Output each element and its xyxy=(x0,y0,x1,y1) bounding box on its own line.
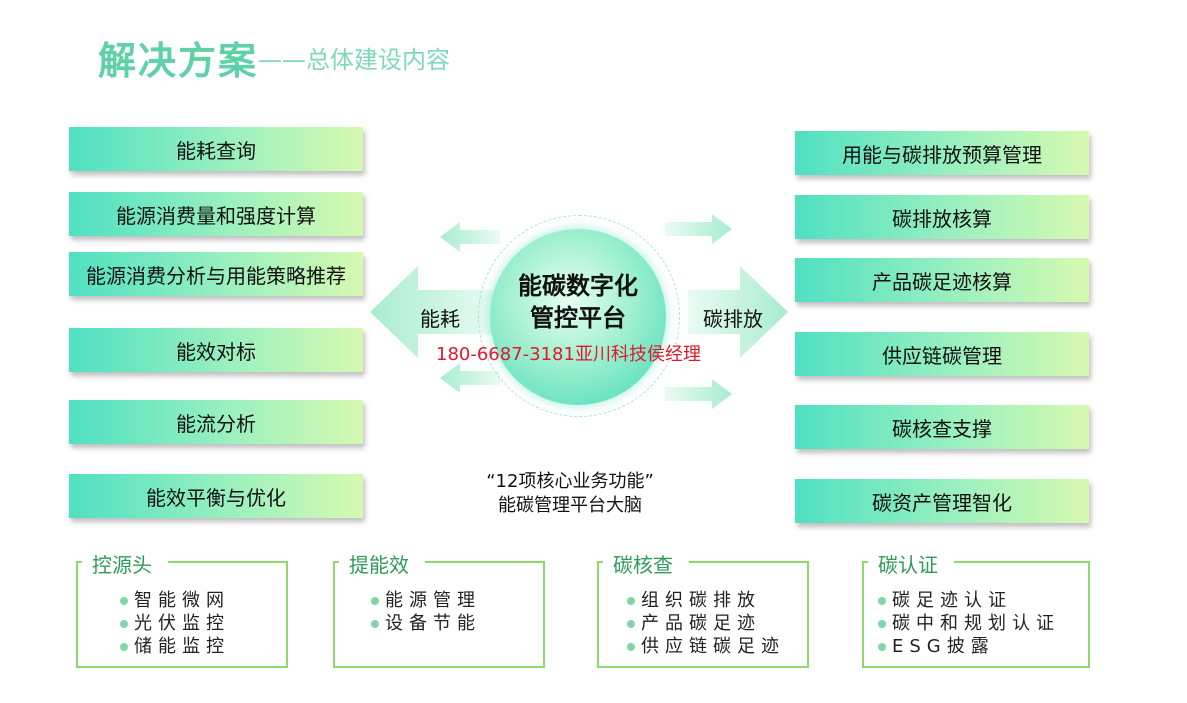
group-verification: 碳核查 组织碳排放 产品碳足迹 供应链碳足迹 xyxy=(597,549,809,668)
bullet-icon xyxy=(878,620,886,628)
center-ring xyxy=(478,215,680,417)
group-source-title: 控源头 xyxy=(86,549,158,578)
big-left-arrow xyxy=(370,266,498,358)
left-item-0: 能耗查询 xyxy=(69,127,363,171)
page-subtitle: ——总体建设内容 xyxy=(258,46,450,74)
group-certification: 碳认证 碳足迹认证 碳中和规划认证 ESG披露 xyxy=(862,549,1090,668)
list-item: 智能微网 xyxy=(120,589,230,612)
list-item: 设备节能 xyxy=(371,612,481,635)
center-title-line1: 能碳数字化 xyxy=(518,272,638,300)
group-efficiency-title: 提能效 xyxy=(343,549,415,578)
bullet-icon xyxy=(878,597,886,605)
bullet-icon xyxy=(120,620,128,628)
right-item-5: 碳资产管理智化 xyxy=(795,479,1089,523)
left-item-1: 能源消费量和强度计算 xyxy=(69,192,363,236)
carbon-label: 碳排放 xyxy=(703,307,763,331)
energy-label: 能耗 xyxy=(420,307,460,331)
small-arrow-top-left xyxy=(440,222,500,252)
bullet-icon xyxy=(627,597,635,605)
left-item-4: 能流分析 xyxy=(69,400,363,444)
list-item: 碳足迹认证 xyxy=(878,589,1060,612)
bullet-icon xyxy=(120,643,128,651)
right-item-1: 碳排放核算 xyxy=(795,195,1089,239)
group-efficiency: 提能效 能源管理 设备节能 xyxy=(333,549,545,668)
list-item: 产品碳足迹 xyxy=(627,612,785,635)
small-arrow-bottom-left xyxy=(440,363,500,393)
list-item: 光伏监控 xyxy=(120,612,230,635)
bullet-icon xyxy=(878,643,886,651)
list-item: 供应链碳足迹 xyxy=(627,635,785,658)
small-arrow-bottom-right xyxy=(665,379,732,409)
left-item-5: 能效平衡与优化 xyxy=(69,474,363,518)
bullet-icon xyxy=(120,597,128,605)
right-item-2: 产品碳足迹核算 xyxy=(795,258,1089,302)
bullet-icon xyxy=(371,597,379,605)
page-title: 解决方案 xyxy=(98,39,259,83)
list-item: 储能监控 xyxy=(120,635,230,658)
center-caption: “12项核心业务功能” 能碳管理平台大脑 xyxy=(440,470,700,518)
small-arrow-top-right xyxy=(665,214,732,244)
left-item-3: 能效对标 xyxy=(69,328,363,372)
contact-text: 180-6687-3181亚川科技侯经理 xyxy=(436,344,701,365)
center-title: 能碳数字化 管控平台 xyxy=(490,270,666,334)
list-item: 碳中和规划认证 xyxy=(878,612,1060,635)
center-title-line2: 管控平台 xyxy=(530,304,626,332)
center-caption-line1: “12项核心业务功能” xyxy=(486,471,654,492)
center-circle xyxy=(490,229,666,405)
group-certification-title: 碳认证 xyxy=(872,549,944,578)
group-verification-title: 碳核查 xyxy=(607,549,679,578)
list-item: ESG披露 xyxy=(878,635,1060,658)
bullet-icon xyxy=(627,620,635,628)
right-item-4: 碳核查支撑 xyxy=(795,405,1089,449)
left-item-2: 能源消费分析与用能策略推荐 xyxy=(69,252,363,296)
bullet-icon xyxy=(371,620,379,628)
right-item-3: 供应链碳管理 xyxy=(795,332,1089,376)
list-item: 能源管理 xyxy=(371,589,481,612)
big-right-arrow xyxy=(688,266,788,358)
group-source: 控源头 智能微网 光伏监控 储能监控 xyxy=(76,549,288,668)
right-item-0: 用能与碳排放预算管理 xyxy=(795,131,1089,175)
list-item: 组织碳排放 xyxy=(627,589,785,612)
center-caption-line2: 能碳管理平台大脑 xyxy=(498,495,642,516)
bullet-icon xyxy=(627,643,635,651)
